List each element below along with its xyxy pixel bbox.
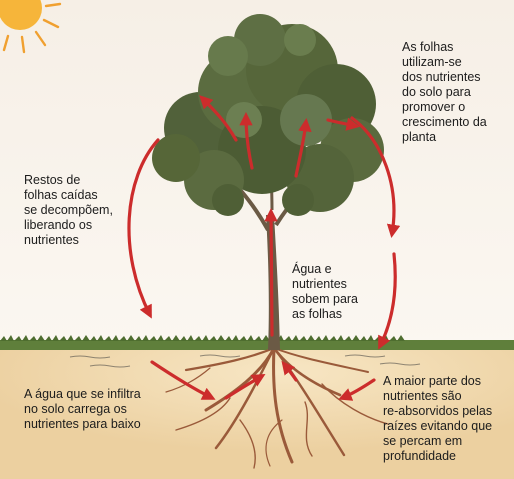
arrow-up-trunk <box>271 212 272 335</box>
caption-line: dos nutrientes <box>402 70 487 85</box>
caption-line: nutrientes para baixo <box>24 417 141 432</box>
caption-line: do solo para <box>402 85 487 100</box>
caption-line: nutrientes <box>292 277 358 292</box>
caption-line: no solo carrega os <box>24 402 141 417</box>
caption-line: profundidade <box>383 449 492 464</box>
caption-line: nutrientes são <box>383 389 492 404</box>
caption-line: utilizam-se <box>402 55 487 70</box>
caption-line: Restos de <box>24 173 113 188</box>
caption-line: nutrientes <box>24 233 113 248</box>
caption-line: raízes evitando que <box>383 419 492 434</box>
grass-strip <box>0 340 514 350</box>
caption-line: As folhas <box>402 40 487 55</box>
caption-line: A água que se infiltra <box>24 387 141 402</box>
caption-line: se percam em <box>383 434 492 449</box>
caption-line: planta <box>402 130 487 145</box>
caption-line: liberando os <box>24 218 113 233</box>
caption-line: Água e <box>292 262 358 277</box>
caption-line: sobem para <box>292 292 358 307</box>
caption-line: folhas caídas <box>24 188 113 203</box>
caption-line: se decompõem, <box>24 203 113 218</box>
caption-line: A maior parte dos <box>383 374 492 389</box>
caption-line: re-absorvidos pelas <box>383 404 492 419</box>
caption-line: crescimento da <box>402 115 487 130</box>
caption-line: promover o <box>402 100 487 115</box>
caption-line: as folhas <box>292 307 358 322</box>
